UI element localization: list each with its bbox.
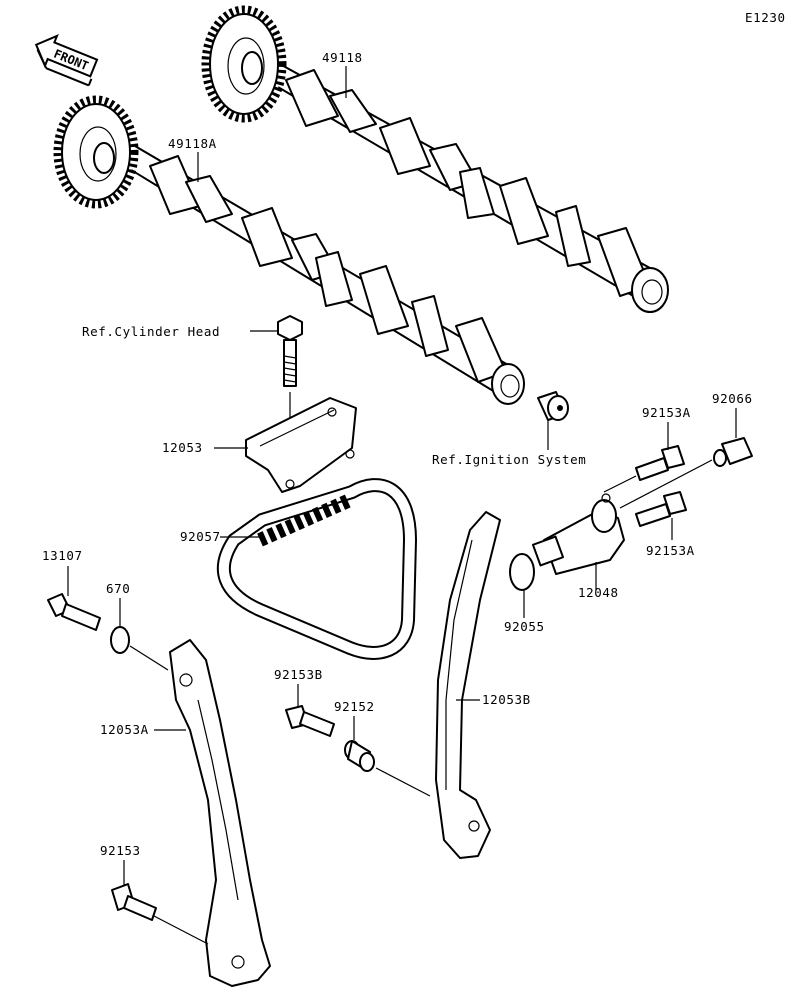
label-92152: 92152	[334, 699, 375, 714]
bolt-92153	[111, 883, 157, 921]
label-92153a-top: 92153A	[642, 405, 691, 420]
label-12048: 12048	[578, 585, 619, 600]
label-92153a-bottom: 92153A	[646, 543, 695, 558]
camshaft-lobes-lower	[149, 155, 507, 383]
bolt-92153a-bottom	[635, 491, 687, 527]
camshaft-49118a	[53, 95, 525, 405]
label-49118a: 49118A	[168, 136, 217, 151]
cam-chain-92057	[216, 478, 418, 660]
label-92066: 92066	[712, 391, 753, 406]
chain-guide-12053	[245, 397, 357, 493]
sprocket-upper	[201, 5, 287, 123]
diagram-code: E1230	[745, 10, 786, 25]
label-12053a: 12053A	[100, 722, 149, 737]
label-92055: 92055	[504, 619, 545, 634]
bolt-13107	[47, 593, 101, 631]
oring-670	[110, 626, 130, 654]
sprocket-lower	[53, 95, 139, 209]
tensioner-12048	[531, 493, 625, 575]
label-49118: 49118	[322, 50, 363, 65]
oring-92055	[509, 553, 535, 591]
label-12053: 12053	[162, 440, 203, 455]
front-arrow-icon: FRONT	[34, 34, 99, 87]
collar-92152	[344, 740, 375, 772]
label-12053b: 12053B	[482, 692, 531, 707]
label-92057: 92057	[180, 529, 221, 544]
label-13107: 13107	[42, 548, 83, 563]
label-ref-cylinder-head: Ref.Cylinder Head	[82, 324, 220, 339]
label-ref-ignition: Ref.Ignition System	[432, 452, 586, 467]
chain-guide-12053b	[435, 511, 501, 859]
label-92153b: 92153B	[274, 667, 323, 682]
bolt-92153a-top	[635, 445, 685, 481]
plug-92066	[713, 437, 753, 467]
chain-guide-12053a	[169, 639, 271, 987]
bolt-92153b	[285, 705, 335, 737]
label-92153: 92153	[100, 843, 141, 858]
label-670: 670	[106, 581, 130, 596]
ignition-rotor	[537, 391, 569, 421]
bolt-cylinder-head	[277, 315, 303, 387]
camshaft-49118	[201, 5, 669, 313]
